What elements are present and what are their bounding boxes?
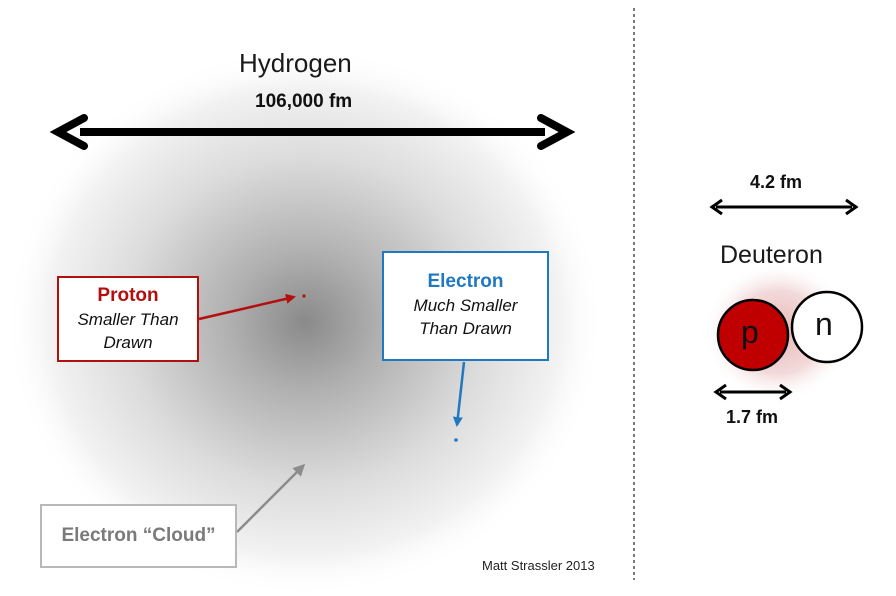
deuteron-size-label: 4.2 fm (750, 172, 803, 192)
neutron-symbol: n (815, 306, 833, 342)
electron-line-1: Much Smaller (413, 296, 518, 315)
electron-cloud-label-box: Electron “Cloud” (40, 504, 237, 568)
cloud-arrow (236, 463, 306, 533)
nucleon-size-arrow (713, 383, 793, 401)
proton-heading: Proton (97, 285, 159, 306)
proton-symbol: p (741, 314, 759, 350)
electron-cloud-label: Electron “Cloud” (61, 525, 216, 546)
deuteron-title: Deuteron (720, 241, 823, 269)
proton-line-2: Drawn (103, 333, 153, 352)
electron-cloud (5, 47, 605, 596)
hydrogen-size-arrow (49, 114, 576, 150)
credit-text: Matt Strassler 2013 (482, 558, 595, 573)
proton-label-box: Proton Smaller Than Drawn (57, 276, 199, 362)
proton-dot (302, 294, 306, 298)
proton-line-1: Smaller Than (77, 310, 179, 329)
neutron-nucleon (790, 290, 864, 364)
hydrogen-title: Hydrogen (239, 48, 352, 78)
electron-heading: Electron (427, 271, 504, 292)
hydrogen-size-label: 106,000 fm (255, 91, 353, 112)
electron-arrow (452, 361, 466, 427)
deuteron-size-arrow (709, 198, 859, 216)
electron-label-box: Electron Much Smaller Than Drawn (382, 251, 549, 361)
nucleon-size-label: 1.7 fm (726, 407, 779, 427)
proton-nucleon (716, 298, 790, 372)
proton-arrow (198, 293, 296, 321)
electron-dot (454, 438, 458, 442)
electron-line-2: Than Drawn (419, 319, 512, 338)
